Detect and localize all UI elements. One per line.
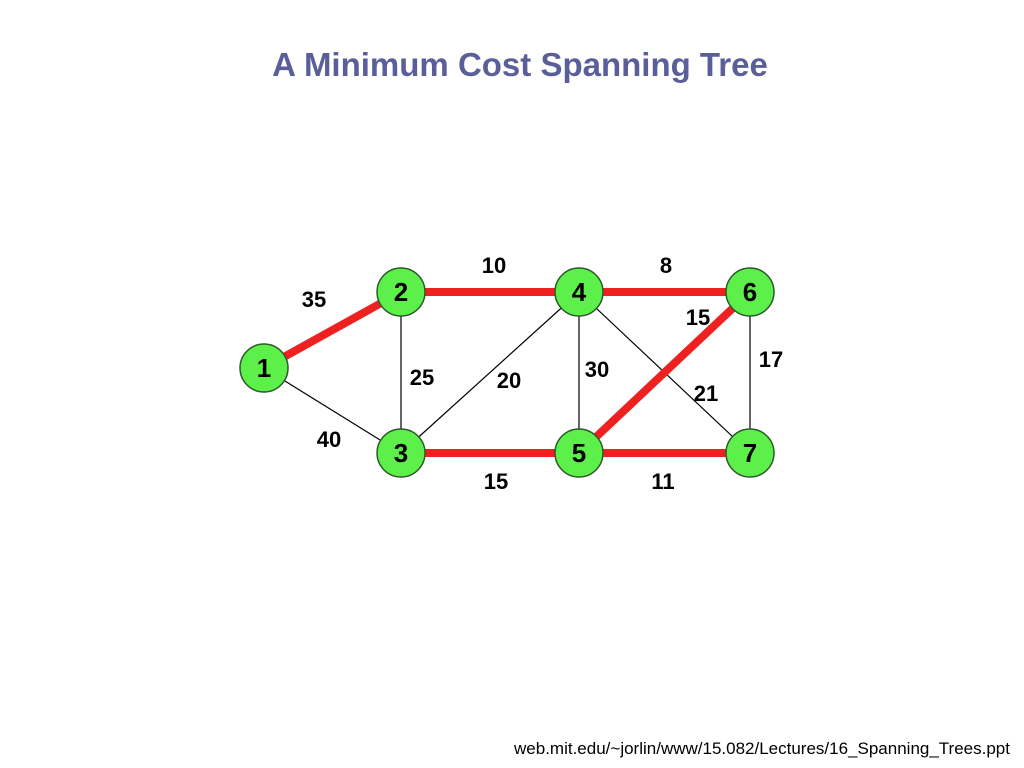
edge-weight-1-2: 35 [302, 287, 326, 312]
edge-weight-6-7: 17 [759, 347, 783, 372]
node-circle-6 [725, 267, 775, 317]
node-label-7: 7 [743, 438, 757, 468]
edge-weight-5-7: 11 [651, 469, 674, 494]
node-label-3: 3 [394, 438, 408, 468]
node-circle-3 [376, 428, 426, 478]
node-5: 5 [554, 428, 604, 478]
edge-weight-4-6: 8 [660, 253, 672, 278]
node-circle-4 [554, 267, 604, 317]
edge-weight-2-4: 10 [482, 253, 506, 278]
node-circle-7 [725, 428, 775, 478]
node-label-1: 1 [257, 353, 271, 383]
node-label-2: 2 [394, 277, 408, 307]
node-circle-5 [554, 428, 604, 478]
edge-1-2-tree [262, 288, 403, 372]
nodes-layer: 1 2 3 4 5 6 7 [239, 267, 775, 478]
node-3: 3 [376, 428, 426, 478]
edge-weight-3-4: 20 [497, 368, 521, 393]
edge-1-3 [263, 367, 402, 454]
node-4: 4 [554, 267, 604, 317]
node-circle-1 [239, 343, 289, 393]
source-url: web.mit.edu/~jorlin/www/15.082/Lectures/… [514, 739, 1010, 758]
edge-weight-1-3: 40 [317, 427, 341, 452]
edge-3-4 [400, 291, 580, 454]
node-6: 6 [725, 267, 775, 317]
edge-weight-4-5: 30 [585, 357, 609, 382]
edge-weight-4-7: 21 [694, 381, 718, 406]
node-1: 1 [239, 343, 289, 393]
node-7: 7 [725, 428, 775, 478]
edge-5-6-tree [576, 289, 753, 456]
node-2: 2 [376, 267, 426, 317]
slide-title: A Minimum Cost Spanning Tree [272, 46, 768, 83]
node-label-6: 6 [743, 277, 757, 307]
edge-weight-3-5: 15 [484, 469, 508, 494]
node-label-4: 4 [572, 277, 587, 307]
edge-weight-5-6: 15 [686, 305, 710, 330]
edges-layer [262, 288, 753, 457]
node-circle-2 [376, 267, 426, 317]
node-label-5: 5 [572, 438, 586, 468]
edge-weight-2-3: 25 [410, 365, 434, 390]
